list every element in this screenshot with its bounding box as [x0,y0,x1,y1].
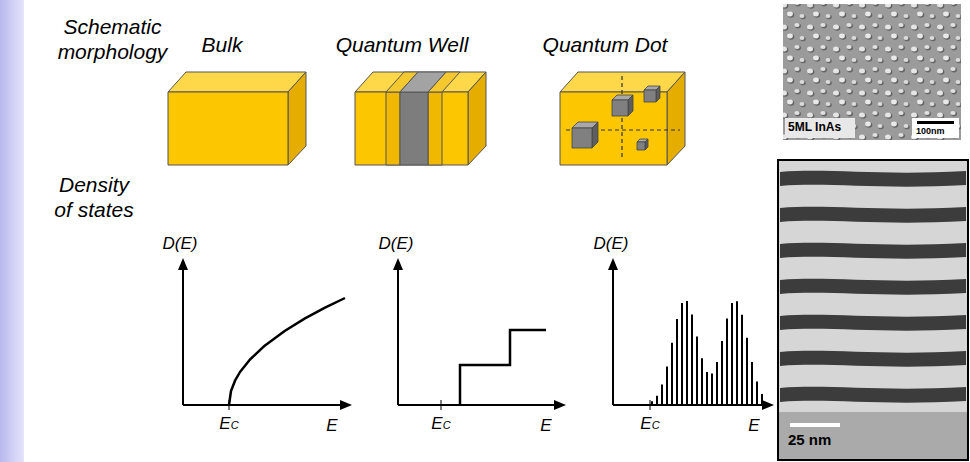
scale-bar-label: 100nm [916,127,945,137]
tem-photo: 25 nm [778,160,968,460]
axis-label: E [320,416,344,436]
row-heading: Schematic morphology [50,14,175,64]
column-heading: Bulk [172,32,272,57]
axis-tick-label: EC [630,414,670,434]
axis-tick-label: EC [421,414,461,434]
axis-label: D(E) [366,234,426,254]
sample-label: 5ML InAs [788,121,841,134]
axis-label: D(E) [581,234,641,254]
row-heading: Density of states [48,172,140,222]
afm-photo: 5ML InAs 100nm [783,4,961,140]
axis-label: E [534,416,558,436]
axis-label: E [742,416,766,436]
axis-label: D(E) [150,234,210,254]
column-heading: Quantum Dot [530,32,680,57]
axis-tick-label: EC [209,414,249,434]
column-heading: Quantum Well [327,32,477,57]
scale-bar-label: 25 nm [788,432,831,449]
